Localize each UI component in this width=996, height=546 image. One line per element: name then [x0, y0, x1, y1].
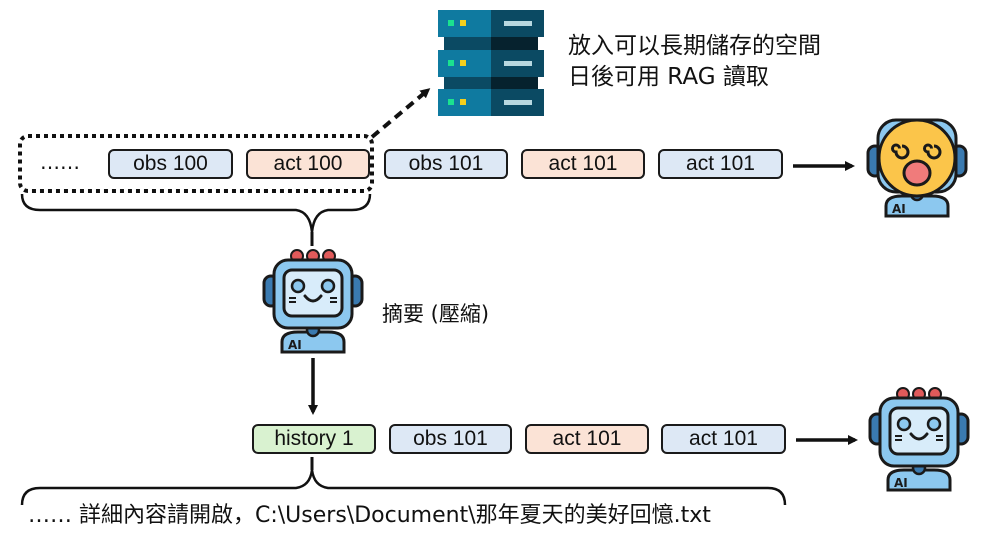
bottom-row-item: history 1 [252, 424, 376, 454]
svg-text:AI: AI [892, 202, 906, 216]
top-row-item: act 100 [246, 149, 370, 179]
ai-robot-icon: AI [262, 249, 364, 354]
happy-ai-robot-icon: AI [868, 387, 970, 492]
top-row-item: act 101 [658, 149, 783, 179]
item-label: history 1 [274, 427, 354, 450]
item-label: act 100 [273, 152, 343, 175]
archive-arrow [370, 88, 431, 139]
storage-description-line1: 放入可以長期儲存的空間 [568, 33, 821, 59]
top-brace [20, 193, 372, 233]
item-label: act 101 [686, 152, 755, 175]
top-row-item: obs 101 [384, 149, 508, 179]
svg-text:AI: AI [288, 338, 302, 352]
item-label: act 101 [689, 427, 758, 450]
bottom-row-item: act 101 [661, 424, 786, 454]
item-label: act 101 [548, 152, 618, 175]
top-row-item: act 101 [521, 149, 645, 179]
item-label: obs 101 [408, 152, 484, 175]
bottom-row-item: obs 101 [389, 424, 512, 454]
history-detail-text: …… 詳細內容請開啟，C:\Users\Document\那年夏天的美好回憶.t… [28, 503, 711, 528]
summarizer-label: 摘要 (壓縮) [382, 302, 490, 326]
storage-description-line2: 日後可用 RAG 讀取 [568, 64, 769, 90]
top-row-item: obs 100 [108, 149, 233, 179]
bottom-row-item: act 101 [525, 424, 649, 454]
server-rack-icon [438, 10, 544, 116]
svg-text:AI: AI [894, 476, 908, 490]
compression-selection-outline [18, 134, 374, 193]
dizzy-ai-robot-icon: AI [866, 118, 968, 218]
item-label: obs 100 [133, 152, 208, 175]
item-label: act 101 [552, 427, 622, 450]
top-row-ellipsis: …… [40, 150, 80, 174]
item-label: obs 101 [413, 427, 488, 450]
